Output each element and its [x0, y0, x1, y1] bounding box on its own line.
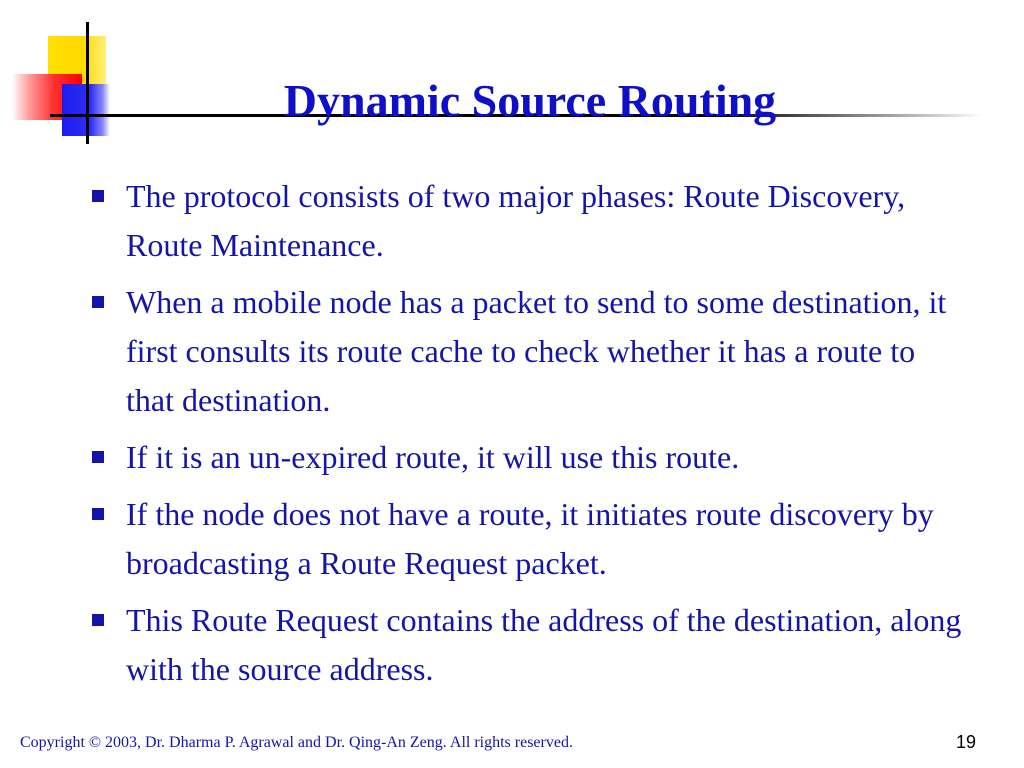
- slide-title: Dynamic Source Routing: [283, 74, 777, 126]
- bullet-text: The protocol consists of two major phase…: [126, 178, 906, 263]
- bullet-item: If the node does not have a route, it in…: [84, 490, 964, 588]
- bullet-text: If it is an un-expired route, it will us…: [126, 439, 740, 475]
- page-number: 19: [955, 732, 976, 752]
- bullet-item: When a mobile node has a packet to send …: [84, 278, 964, 425]
- square-bullet-icon: [92, 451, 104, 463]
- decorative-squares-logo: [0, 0, 150, 150]
- bullet-text: If the node does not have a route, it in…: [126, 496, 934, 581]
- logo-horizontal-line: [50, 114, 114, 117]
- logo-vertical-line: [86, 22, 89, 144]
- bullet-text: This Route Request contains the address …: [126, 602, 962, 687]
- bullet-item: This Route Request contains the address …: [84, 596, 964, 694]
- square-bullet-icon: [92, 190, 104, 202]
- bullet-list: The protocol consists of two major phase…: [84, 172, 964, 702]
- bullet-text: When a mobile node has a packet to send …: [126, 284, 947, 418]
- footer-copyright: Copyright © 2003, Dr. Dharma P. Agrawal …: [20, 734, 573, 751]
- bullet-item: If it is an un-expired route, it will us…: [84, 433, 964, 482]
- square-bullet-icon: [92, 296, 104, 308]
- square-bullet-icon: [92, 508, 104, 520]
- title-underline: [104, 114, 984, 117]
- square-bullet-icon: [92, 614, 104, 626]
- bullet-item: The protocol consists of two major phase…: [84, 172, 964, 270]
